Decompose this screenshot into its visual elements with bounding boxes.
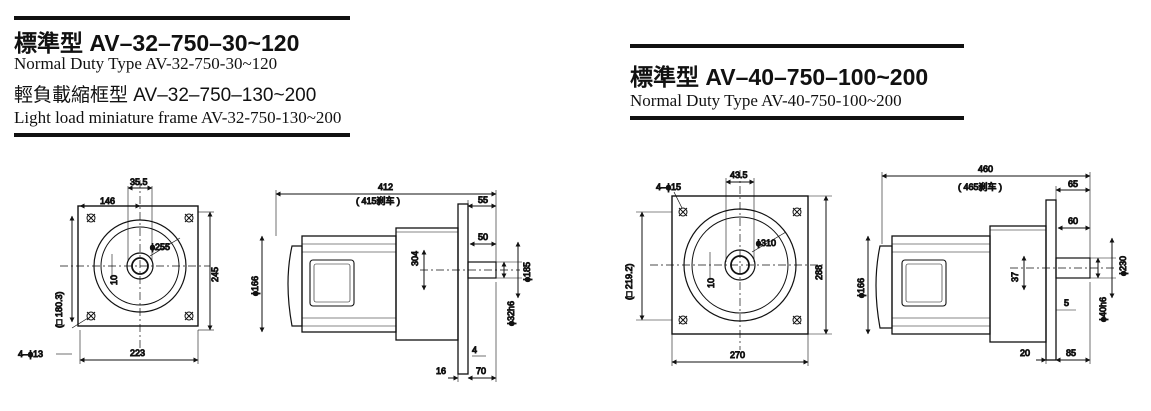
ls-dim-415: ( 415刹车 ) (356, 195, 400, 206)
rs-dim-465: ( 465刹车 ) (958, 181, 1002, 192)
left-title-cn: 標準型 (14, 31, 83, 57)
ls-dim-50: 50 (478, 232, 488, 242)
rf-dim-phi310: ϕ310 (756, 238, 776, 248)
rs-dim-phi166: ϕ166 (856, 278, 866, 298)
rs-dim-460: 460 (978, 164, 993, 174)
lf-dim-4-phi13: 4–ϕ13 (18, 349, 43, 359)
left-light-load-cn: 輕負載縮框型 AV–32–750–130~200 (14, 80, 316, 107)
left-top-rule (14, 16, 350, 20)
ls-dim-phi166: ϕ166 (250, 276, 260, 296)
left-side-view: 412 ( 415刹车 ) 55 50 304 ϕ166 ϕ185 ϕ32h6 … (250, 182, 533, 382)
left-front-view: 35.5 146 ϕ255 10 245 (□ 180.3) 4–ϕ13 223 (18, 177, 221, 364)
left-title: 標準型 AV–32–750–30~120 (14, 24, 299, 58)
ls-dim-412: 412 (378, 182, 393, 192)
rs-dim-60: 60 (1068, 216, 1078, 226)
lf-dim-146: 146 (100, 196, 115, 206)
lf-dim-phi255: ϕ255 (150, 242, 170, 252)
left-normal-duty: Normal Duty Type AV-32-750-30~120 (14, 54, 278, 73)
ls-dim-phi32h6: ϕ32h6 (506, 301, 516, 326)
rs-dim-5: 5 (1064, 298, 1069, 308)
ls-dim-304: 304 (410, 251, 420, 266)
ls-dim-16: 16 (436, 366, 446, 376)
left-title-model: AV–32–750–30~120 (89, 30, 300, 56)
lf-dim-245: 245 (210, 267, 220, 282)
left-bottom-rule (14, 133, 350, 137)
lf-dim-10: 10 (109, 275, 119, 285)
rf-dim-43-5: 43.5 (730, 170, 748, 180)
rf-dim-288: 288 (814, 265, 824, 280)
right-title-model: AV–40–750–100~200 (705, 64, 929, 90)
right-side-view: 460 ( 465刹车 ) 65 60 37 ϕ230 ϕ166 5 ϕ40h6… (856, 164, 1129, 364)
rf-dim-270: 270 (730, 350, 745, 360)
left-light-load-en: Light load miniature frame AV-32-750-130… (14, 108, 342, 127)
left-light-load-model: AV–32–750–130~200 (133, 85, 317, 106)
lf-dim-35-5: 35.5 (130, 177, 148, 187)
rs-dim-37: 37 (1010, 272, 1020, 282)
right-front-view: 4–ϕ15 43.5 ϕ310 10 288 (□ 219.2) 270 (624, 170, 832, 366)
right-front-bolt-holes (678, 207, 802, 325)
ls-dim-70: 70 (476, 366, 486, 376)
left-light-load-cn-text: 輕負載縮框型 (14, 84, 129, 106)
right-title: 標準型 AV–40–750–100~200 (630, 58, 928, 92)
rf-dim-sq219-2: (□ 219.2) (624, 264, 634, 300)
left-front-bolt-holes (86, 213, 194, 321)
rf-dim-4-phi15: 4–ϕ15 (656, 182, 681, 192)
rs-dim-85: 85 (1066, 348, 1076, 358)
right-bottom-rule (630, 116, 964, 120)
ls-dim-55: 55 (478, 195, 488, 205)
right-normal-duty: Normal Duty Type AV-40-750-100~200 (630, 91, 902, 110)
lf-dim-sq180-3: (□ 180.3) (54, 292, 64, 328)
rs-dim-20: 20 (1020, 348, 1030, 358)
ls-dim-phi185: ϕ185 (522, 262, 532, 282)
right-title-cn: 標準型 (630, 65, 699, 91)
rs-dim-phi230: ϕ230 (1118, 256, 1128, 276)
right-top-rule (630, 44, 964, 48)
rs-dim-phi40h6: ϕ40h6 (1098, 297, 1108, 322)
rf-dim-10: 10 (706, 278, 716, 288)
rs-dim-65: 65 (1068, 179, 1078, 189)
lf-dim-223: 223 (130, 348, 145, 358)
ls-dim-4: 4 (472, 345, 477, 355)
